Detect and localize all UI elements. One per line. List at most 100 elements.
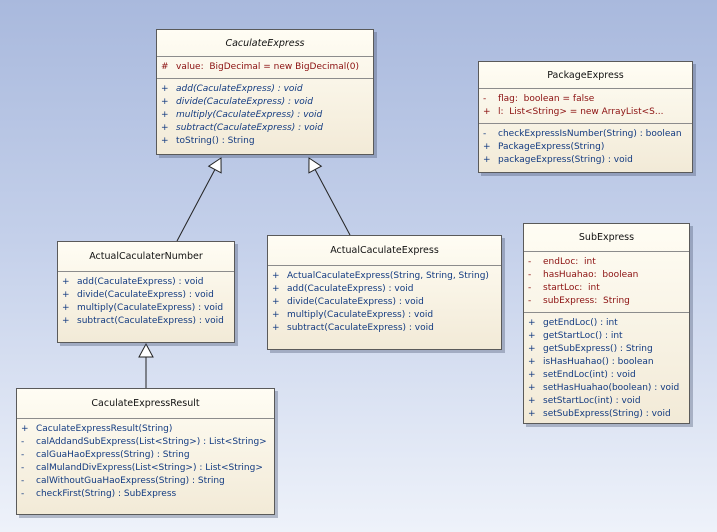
- class-actual-caculater-number[interactable]: ActualCaculaterNumber + add(CaculateExpres…: [57, 241, 235, 343]
- visibility-marker: +: [62, 290, 70, 300]
- operation-text: subtract(CaculateExpress) : void: [176, 123, 324, 133]
- operation-row: +add(CaculateExpress) : void: [161, 83, 373, 96]
- operation-row: + subtract(CaculateExpress) : void: [161, 122, 373, 135]
- operation-text: multiply(CaculateExpress) : void: [287, 310, 434, 320]
- class-caculate-express[interactable]: CaculateExpress # value: BigDecimal = new …: [156, 29, 374, 155]
- operation-text: setSubExpress(String) : void: [543, 409, 671, 419]
- attribute-row: +l: List<String> = new ArrayList<S...: [483, 106, 692, 119]
- attribute-text: value: BigDecimal = new BigDecimal(0): [176, 62, 359, 72]
- visibility-marker: +: [161, 123, 169, 133]
- operation-row: +subtract(CaculateExpress) : void: [272, 322, 501, 335]
- operation-text: isHasHuahao() : boolean: [543, 357, 654, 367]
- visibility-marker: +: [272, 271, 280, 281]
- operations-compartment: -checkExpressIsNumber(String) : boolean+…: [479, 124, 692, 171]
- generalization-line: [176, 169, 216, 242]
- operation-row: + add(CaculateExpress) : void: [62, 276, 234, 289]
- generalization-arrowhead: [138, 342, 154, 358]
- operation-row: + multiply(CaculateExpress) : void: [62, 302, 234, 315]
- visibility-marker: -: [21, 437, 25, 447]
- attribute-row: -flag: boolean = false: [483, 93, 692, 106]
- operation-row: +multiply(CaculateExpress) : void: [161, 109, 373, 122]
- visibility-marker: +: [483, 142, 491, 152]
- operation-text: subtract(CaculateExpress) : void: [287, 323, 434, 333]
- visibility-marker: -: [483, 94, 487, 104]
- attribute-text: l: List<String> = new ArrayList<S...: [498, 107, 664, 117]
- class-actual-caculate-express[interactable]: ActualCaculateExpress+ActualCaculateExpr…: [267, 235, 502, 350]
- visibility-marker: +: [528, 331, 536, 341]
- visibility-marker: -: [528, 270, 532, 280]
- operation-text: calWithoutGuaHaoExpress(String) : String: [36, 476, 225, 486]
- attribute-text: endLoc: int: [543, 257, 596, 267]
- operation-text: calAddandSubExpress(List<String>) : List…: [36, 437, 267, 447]
- attribute-row: - endLoc: int: [528, 256, 689, 269]
- operations-compartment: +getEndLoc() : int+getStartLoc() : int+g…: [524, 313, 689, 425]
- operation-row: +add(CaculateExpress) : void: [272, 283, 501, 296]
- class-caculate-express-result[interactable]: CaculateExpressResult + CaculateExpressRes…: [16, 388, 275, 515]
- operation-row: + divide(CaculateExpress) : void: [161, 96, 373, 109]
- operation-row: + PackageExpress(String): [483, 141, 692, 154]
- operation-row: +packageExpress(String) : void: [483, 154, 692, 167]
- visibility-marker: -: [528, 257, 532, 267]
- generalization-arrowhead: [308, 157, 323, 174]
- operation-text: calMulandDivExpress(List<String>) : List…: [36, 463, 263, 473]
- attribute-text: subExpress: String: [543, 296, 630, 306]
- visibility-marker: -: [21, 463, 25, 473]
- visibility-marker: +: [528, 344, 536, 354]
- operation-text: PackageExpress(String): [498, 142, 605, 152]
- operation-text: getSubExpress() : String: [543, 344, 653, 354]
- visibility-marker: -: [21, 476, 25, 486]
- operation-row: - calAddandSubExpress(List<String>) : Lis…: [21, 436, 274, 449]
- visibility-marker: +: [272, 284, 280, 294]
- visibility-marker: +: [272, 297, 280, 307]
- operation-row: +getStartLoc() : int: [528, 330, 689, 343]
- operation-row: - calMulandDivExpress(List<String>) : Lis…: [21, 462, 274, 475]
- operation-row: +getEndLoc() : int: [528, 317, 689, 330]
- operation-text: divide(CaculateExpress) : void: [176, 97, 313, 107]
- operation-row: + divide(CaculateExpress) : void: [272, 296, 501, 309]
- visibility-marker: +: [21, 424, 29, 434]
- operation-row: -calGuaHaoExpress(String) : String: [21, 449, 274, 462]
- operation-row: + setSubExpress(String) : void: [528, 408, 689, 421]
- operation-text: checkFirst(String) : SubExpress: [36, 489, 177, 499]
- class-name: CaculateExpress: [157, 30, 373, 57]
- operation-text: toString() : String: [176, 136, 255, 146]
- operation-row: + setHasHuahao(boolean) : void: [528, 382, 689, 395]
- operation-row: +setStartLoc(int) : void: [528, 395, 689, 408]
- visibility-marker: +: [528, 396, 536, 406]
- operation-row: +setEndLoc(int) : void: [528, 369, 689, 382]
- operation-text: CaculateExpressResult(String): [36, 424, 173, 434]
- class-sub-express[interactable]: SubExpress - endLoc: int -hasHuahao: boolea…: [523, 223, 690, 424]
- visibility-marker: +: [161, 84, 169, 94]
- visibility-marker: -: [21, 450, 25, 460]
- visibility-marker: +: [528, 383, 536, 393]
- operations-compartment: + CaculateExpressResult(String) - calAddand…: [17, 419, 274, 505]
- visibility-marker: +: [62, 303, 70, 313]
- operation-text: setEndLoc(int) : void: [543, 370, 636, 380]
- class-name: SubExpress: [524, 224, 689, 252]
- visibility-marker: +: [62, 277, 70, 287]
- attribute-row: -hasHuahao: boolean: [528, 269, 689, 282]
- visibility-marker: +: [483, 155, 491, 165]
- visibility-marker: -: [528, 283, 532, 293]
- operation-row: + CaculateExpressResult(String): [21, 423, 274, 436]
- operation-row: - checkFirst(String) : SubExpress: [21, 488, 274, 501]
- operation-text: setHasHuahao(boolean) : void: [543, 383, 680, 393]
- operations-compartment: +ActualCaculateExpress(String, String, S…: [268, 266, 501, 339]
- class-name: ActualCaculaterNumber: [58, 242, 234, 272]
- class-name: CaculateExpressResult: [17, 389, 274, 419]
- visibility-marker: +: [528, 409, 536, 419]
- attribute-row: # value: BigDecimal = new BigDecimal(0): [161, 61, 373, 74]
- visibility-marker: +: [161, 110, 169, 120]
- operation-text: divide(CaculateExpress) : void: [287, 297, 424, 307]
- operation-text: add(CaculateExpress) : void: [77, 277, 204, 287]
- visibility-marker: #: [161, 62, 169, 72]
- operation-row: - calWithoutGuaHaoExpress(String) : Strin…: [21, 475, 274, 488]
- visibility-marker: +: [161, 97, 169, 107]
- operation-row: +isHasHuahao() : boolean: [528, 356, 689, 369]
- operation-text: multiply(CaculateExpress) : void: [77, 303, 224, 313]
- class-package-express[interactable]: PackageExpress-flag: boolean = false+l: …: [478, 61, 693, 173]
- visibility-marker: -: [528, 296, 532, 306]
- visibility-marker: -: [21, 489, 25, 499]
- visibility-marker: -: [483, 129, 487, 139]
